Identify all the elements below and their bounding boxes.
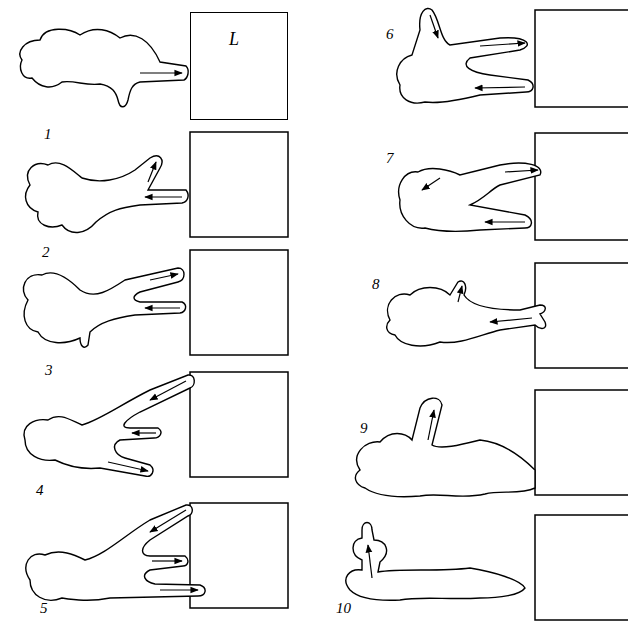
panel-number: 4: [36, 482, 44, 499]
panel-number: 6: [386, 26, 394, 43]
panel-number: 8: [372, 276, 380, 293]
square-letter: L: [229, 29, 239, 50]
panel-number: 9: [360, 420, 368, 437]
amoeba-cell: [20, 8, 546, 600]
panel-number: 2: [42, 244, 50, 261]
movement-arrow: [108, 15, 538, 590]
target-square: L: [190, 12, 288, 120]
panel-number: 3: [45, 362, 53, 379]
panel-number: 1: [44, 126, 52, 143]
panel-number: 10: [336, 600, 351, 617]
panel-number: 7: [386, 150, 394, 167]
panel-number: 5: [40, 600, 48, 617]
